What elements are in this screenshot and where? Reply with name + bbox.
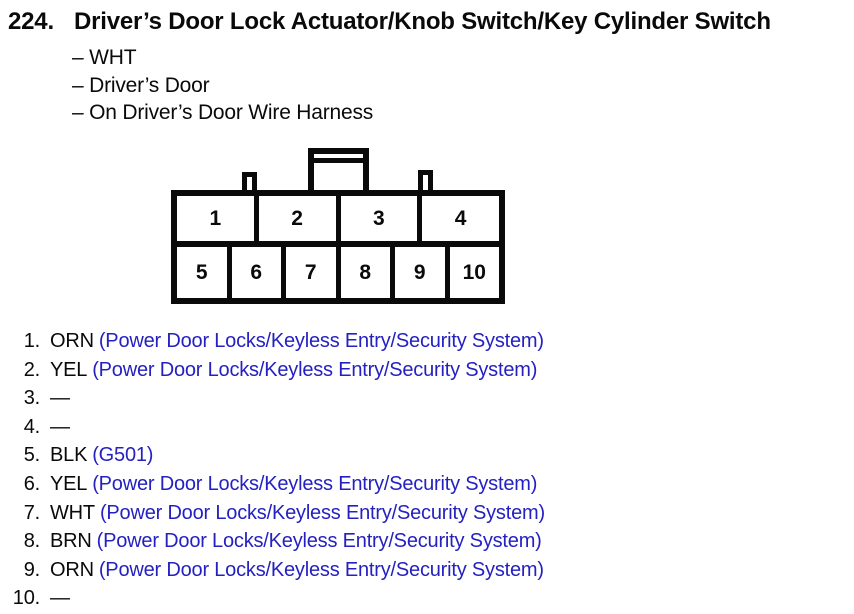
pin-cavity-1: 1 [177, 196, 259, 241]
wire-color-code: ORN [50, 330, 94, 352]
pin-row: 1. ORN(Power Door Locks/Keyless Entry/Sec… [0, 327, 820, 356]
pin-cavity-10: 10 [462, 260, 486, 284]
pin-cavity-8: 8 [341, 247, 395, 298]
detail-line-location: – Driver’s Door [72, 73, 210, 97]
pin-cavity-4: 4 [454, 206, 467, 230]
connector-lock-tab [308, 148, 369, 190]
pin-row: 6. YEL(Power Door Locks/Keyless Entry/Sec… [0, 470, 820, 499]
circuit-reference: (Power Door Locks/Keyless Entry/Security… [98, 330, 544, 352]
pin-number: 9. [23, 558, 40, 581]
pin-number: 5. [23, 444, 40, 467]
pin-number: 4. [23, 415, 40, 438]
page-title: Driver’s Door Lock Actuator/Knob Switch/… [74, 8, 771, 35]
wire-color-code: BRN [50, 530, 92, 553]
wire-color-code: ORN [50, 558, 94, 581]
page-heading: 224. Driver’s Door Lock Actuator/Knob Sw… [8, 9, 771, 35]
connector-rib-left [242, 172, 257, 190]
lock-tab-divider-line [314, 158, 363, 163]
pin-cavity-3: 3 [341, 196, 423, 241]
pin-cavity-2: 2 [259, 196, 341, 241]
pin-cavity-row-top: 1 2 3 4 [177, 196, 499, 247]
wire-color-code: — [50, 415, 70, 438]
circuit-reference: (Power Door Locks/Keyless Entry/Security… [92, 472, 538, 495]
pin-number: 10. [12, 587, 40, 610]
figure-number: 224. [8, 8, 54, 35]
pin-row: 3. — [0, 384, 820, 413]
connector-details: – WHT – Driver’s Door – On Driver’s Door… [72, 44, 373, 127]
pin-row: 7. WHT(Power Door Locks/Keyless Entry/Sec… [0, 499, 820, 528]
pin-list: 1.ORN(Power Door Locks/Keyless Entry/Sec… [0, 327, 820, 613]
pin-number: 7. [23, 501, 40, 524]
pin-cavity-row-bottom: 5 6 7 8 9 10 [177, 247, 499, 298]
pin-number: 8. [23, 530, 40, 553]
circuit-reference: (Power Door Locks/Keyless Entry/Security… [96, 530, 542, 553]
connector-rib-right [418, 170, 433, 190]
pin-number: 3. [23, 387, 40, 410]
pin-row: 8. BRN(Power Door Locks/Keyless Entry/Sec… [0, 527, 820, 556]
pin-cavity-9: 9 [395, 247, 450, 298]
wire-color-code: — [50, 387, 70, 410]
pin-row: 2. YEL(Power Door Locks/Keyless Entry/Sec… [0, 356, 820, 385]
wire-color-code: BLK [50, 444, 88, 467]
pin-number: 1. [23, 330, 40, 352]
wire-color-code: — [50, 587, 70, 610]
circuit-reference: (G501) [92, 444, 154, 467]
circuit-reference: (Power Door Locks/Keyless Entry/Security… [98, 558, 544, 581]
connector-diagram: 1 2 3 4 5 6 7 8 9 10 [171, 148, 505, 304]
circuit-reference: (Power Door Locks/Keyless Entry/Security… [99, 501, 545, 524]
pin-row: 5. BLK(G501) [0, 441, 820, 470]
detail-line-connector-color: – WHT [72, 46, 137, 69]
pin-row: 9. ORN(Power Door Locks/Keyless Entry/Sec… [0, 556, 820, 585]
wire-color-code: YEL [50, 472, 88, 495]
circuit-reference: (Power Door Locks/Keyless Entry/Security… [92, 358, 538, 381]
connector-body: 1 2 3 4 5 6 7 8 9 10 [171, 190, 505, 304]
wire-color-code: WHT [50, 501, 95, 524]
pin-row: 10. — [0, 584, 820, 613]
pin-cavity-6: 6 [232, 247, 286, 298]
pin-number: 2. [23, 358, 40, 381]
pin-row: 4. — [0, 413, 820, 442]
pin-number: 6. [23, 472, 40, 495]
detail-line-harness: – On Driver’s Door Wire Harness [72, 101, 374, 124]
pin-cavity-7: 7 [286, 247, 341, 298]
pin-cavity-5: 5 [177, 247, 232, 298]
wire-color-code: YEL [50, 358, 88, 381]
